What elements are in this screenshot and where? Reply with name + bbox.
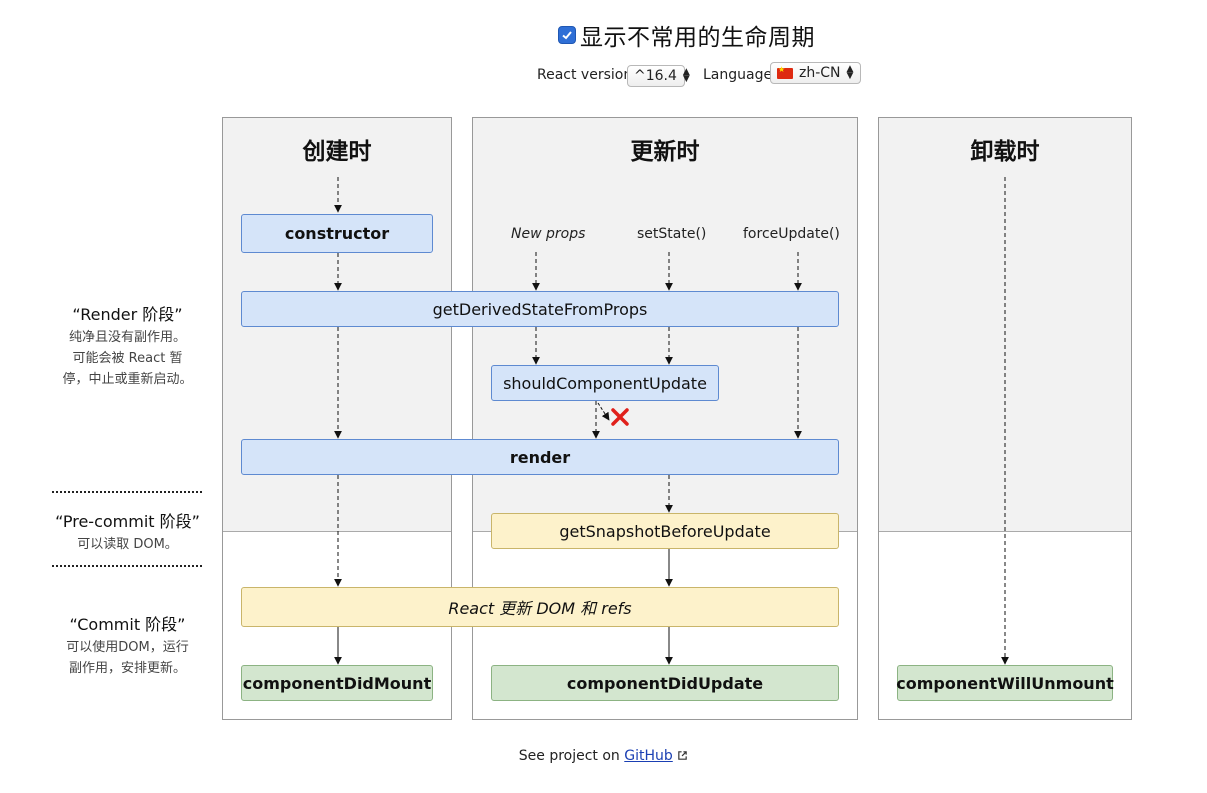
language-select[interactable]: zh-CN ▲▼ [770, 62, 861, 84]
mount-panel [222, 117, 452, 720]
unmount-panel [878, 117, 1132, 720]
render-phase-desc-1: 纯净且没有副作用。 [68, 330, 186, 345]
should-component-update-box: shouldComponentUpdate [491, 365, 719, 401]
get-derived-state-from-props-box: getDerivedStateFromProps [241, 291, 839, 327]
commit-phase-desc-1: 可以使用DOM，运行 [66, 640, 189, 655]
footer: See project on GitHub [0, 748, 1207, 764]
unmount-title: 卸载时 [970, 139, 1040, 165]
show-all-checkbox[interactable] [558, 26, 576, 44]
update-panel [472, 117, 858, 720]
render-box: render [241, 439, 839, 475]
phase-divider [879, 531, 1131, 532]
react-version-label: React version [537, 67, 633, 83]
language-value: zh-CN [799, 65, 841, 81]
force-update-trigger: forceUpdate() [743, 226, 840, 242]
phase-separator [52, 565, 202, 567]
phase-separator [52, 491, 202, 493]
footer-prefix: See project on [518, 748, 620, 764]
precommit-phase-desc: 可以读取 DOM。 [77, 537, 178, 552]
show-all-label: 显示不常用的生命周期 [580, 25, 815, 51]
precommit-phase-title: “Pre-commit 阶段” [55, 512, 200, 531]
react-version-value: ^16.4 [634, 68, 677, 84]
render-phase-title: “Render 阶段” [72, 305, 183, 324]
show-all-lifecycles-toggle[interactable]: 显示不常用的生命周期 [558, 18, 815, 52]
constructor-box: constructor [241, 214, 433, 253]
cancel-x-icon [611, 408, 629, 426]
phase-divider [223, 531, 451, 532]
render-phase-desc-3: 停，中止或重新启动。 [62, 372, 193, 387]
external-link-icon [678, 751, 687, 760]
mount-title: 创建时 [302, 139, 372, 165]
github-link[interactable]: GitHub [624, 748, 673, 764]
component-did-mount-box: componentDidMount [241, 665, 433, 701]
component-will-unmount-box: componentWillUnmount [896, 665, 1114, 701]
react-updates-dom-box: React 更新 DOM 和 refs [241, 587, 839, 627]
language-label: Language [703, 67, 773, 83]
update-title: 更新时 [630, 139, 700, 165]
render-phase-desc-2: 可能会被 React 暂 [72, 351, 183, 366]
set-state-trigger: setState() [637, 226, 707, 242]
commit-phase-title: “Commit 阶段” [69, 615, 186, 634]
arrow-scu-cancel [597, 402, 610, 421]
commit-phase-desc-2: 副作用，安排更新。 [68, 661, 186, 676]
component-did-update-box: componentDidUpdate [491, 665, 839, 701]
select-arrows-icon: ▲▼ [846, 64, 854, 81]
get-snapshot-before-update-box: getSnapshotBeforeUpdate [491, 513, 839, 549]
check-icon [562, 31, 572, 40]
react-version-select[interactable]: ^16.4 ▲▼ [627, 65, 690, 87]
china-flag-icon [777, 65, 793, 79]
select-arrows-icon: ▲▼ [682, 67, 690, 84]
new-props-trigger: New props [511, 226, 586, 242]
